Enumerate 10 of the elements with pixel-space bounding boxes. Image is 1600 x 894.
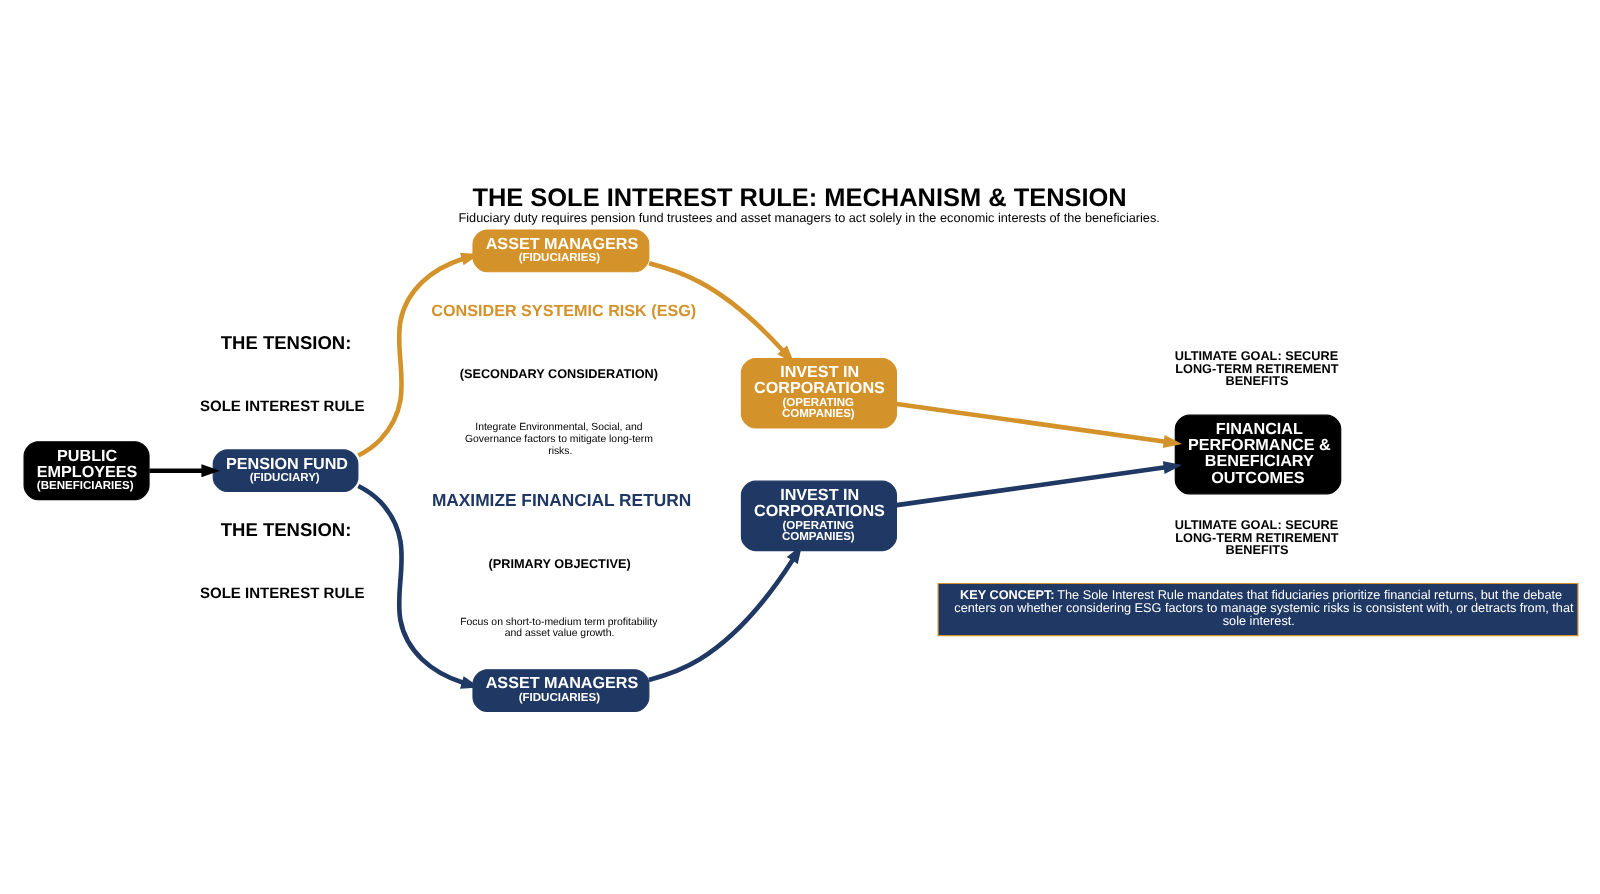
arrow bbox=[356, 252, 479, 458]
label: THE TENSION: bbox=[219, 520, 351, 541]
arrow bbox=[647, 261, 794, 364]
diagram-title: THE SOLE INTEREST RULE: MECHANISM & TENSION bbox=[471, 182, 1126, 213]
arrow bbox=[148, 464, 219, 478]
arrow bbox=[895, 401, 1182, 448]
label: THE TENSION: bbox=[219, 333, 351, 353]
arrow bbox=[356, 483, 479, 689]
arrow bbox=[895, 461, 1182, 508]
label: MAXIMIZE FINANCIAL RETURN bbox=[430, 490, 691, 511]
